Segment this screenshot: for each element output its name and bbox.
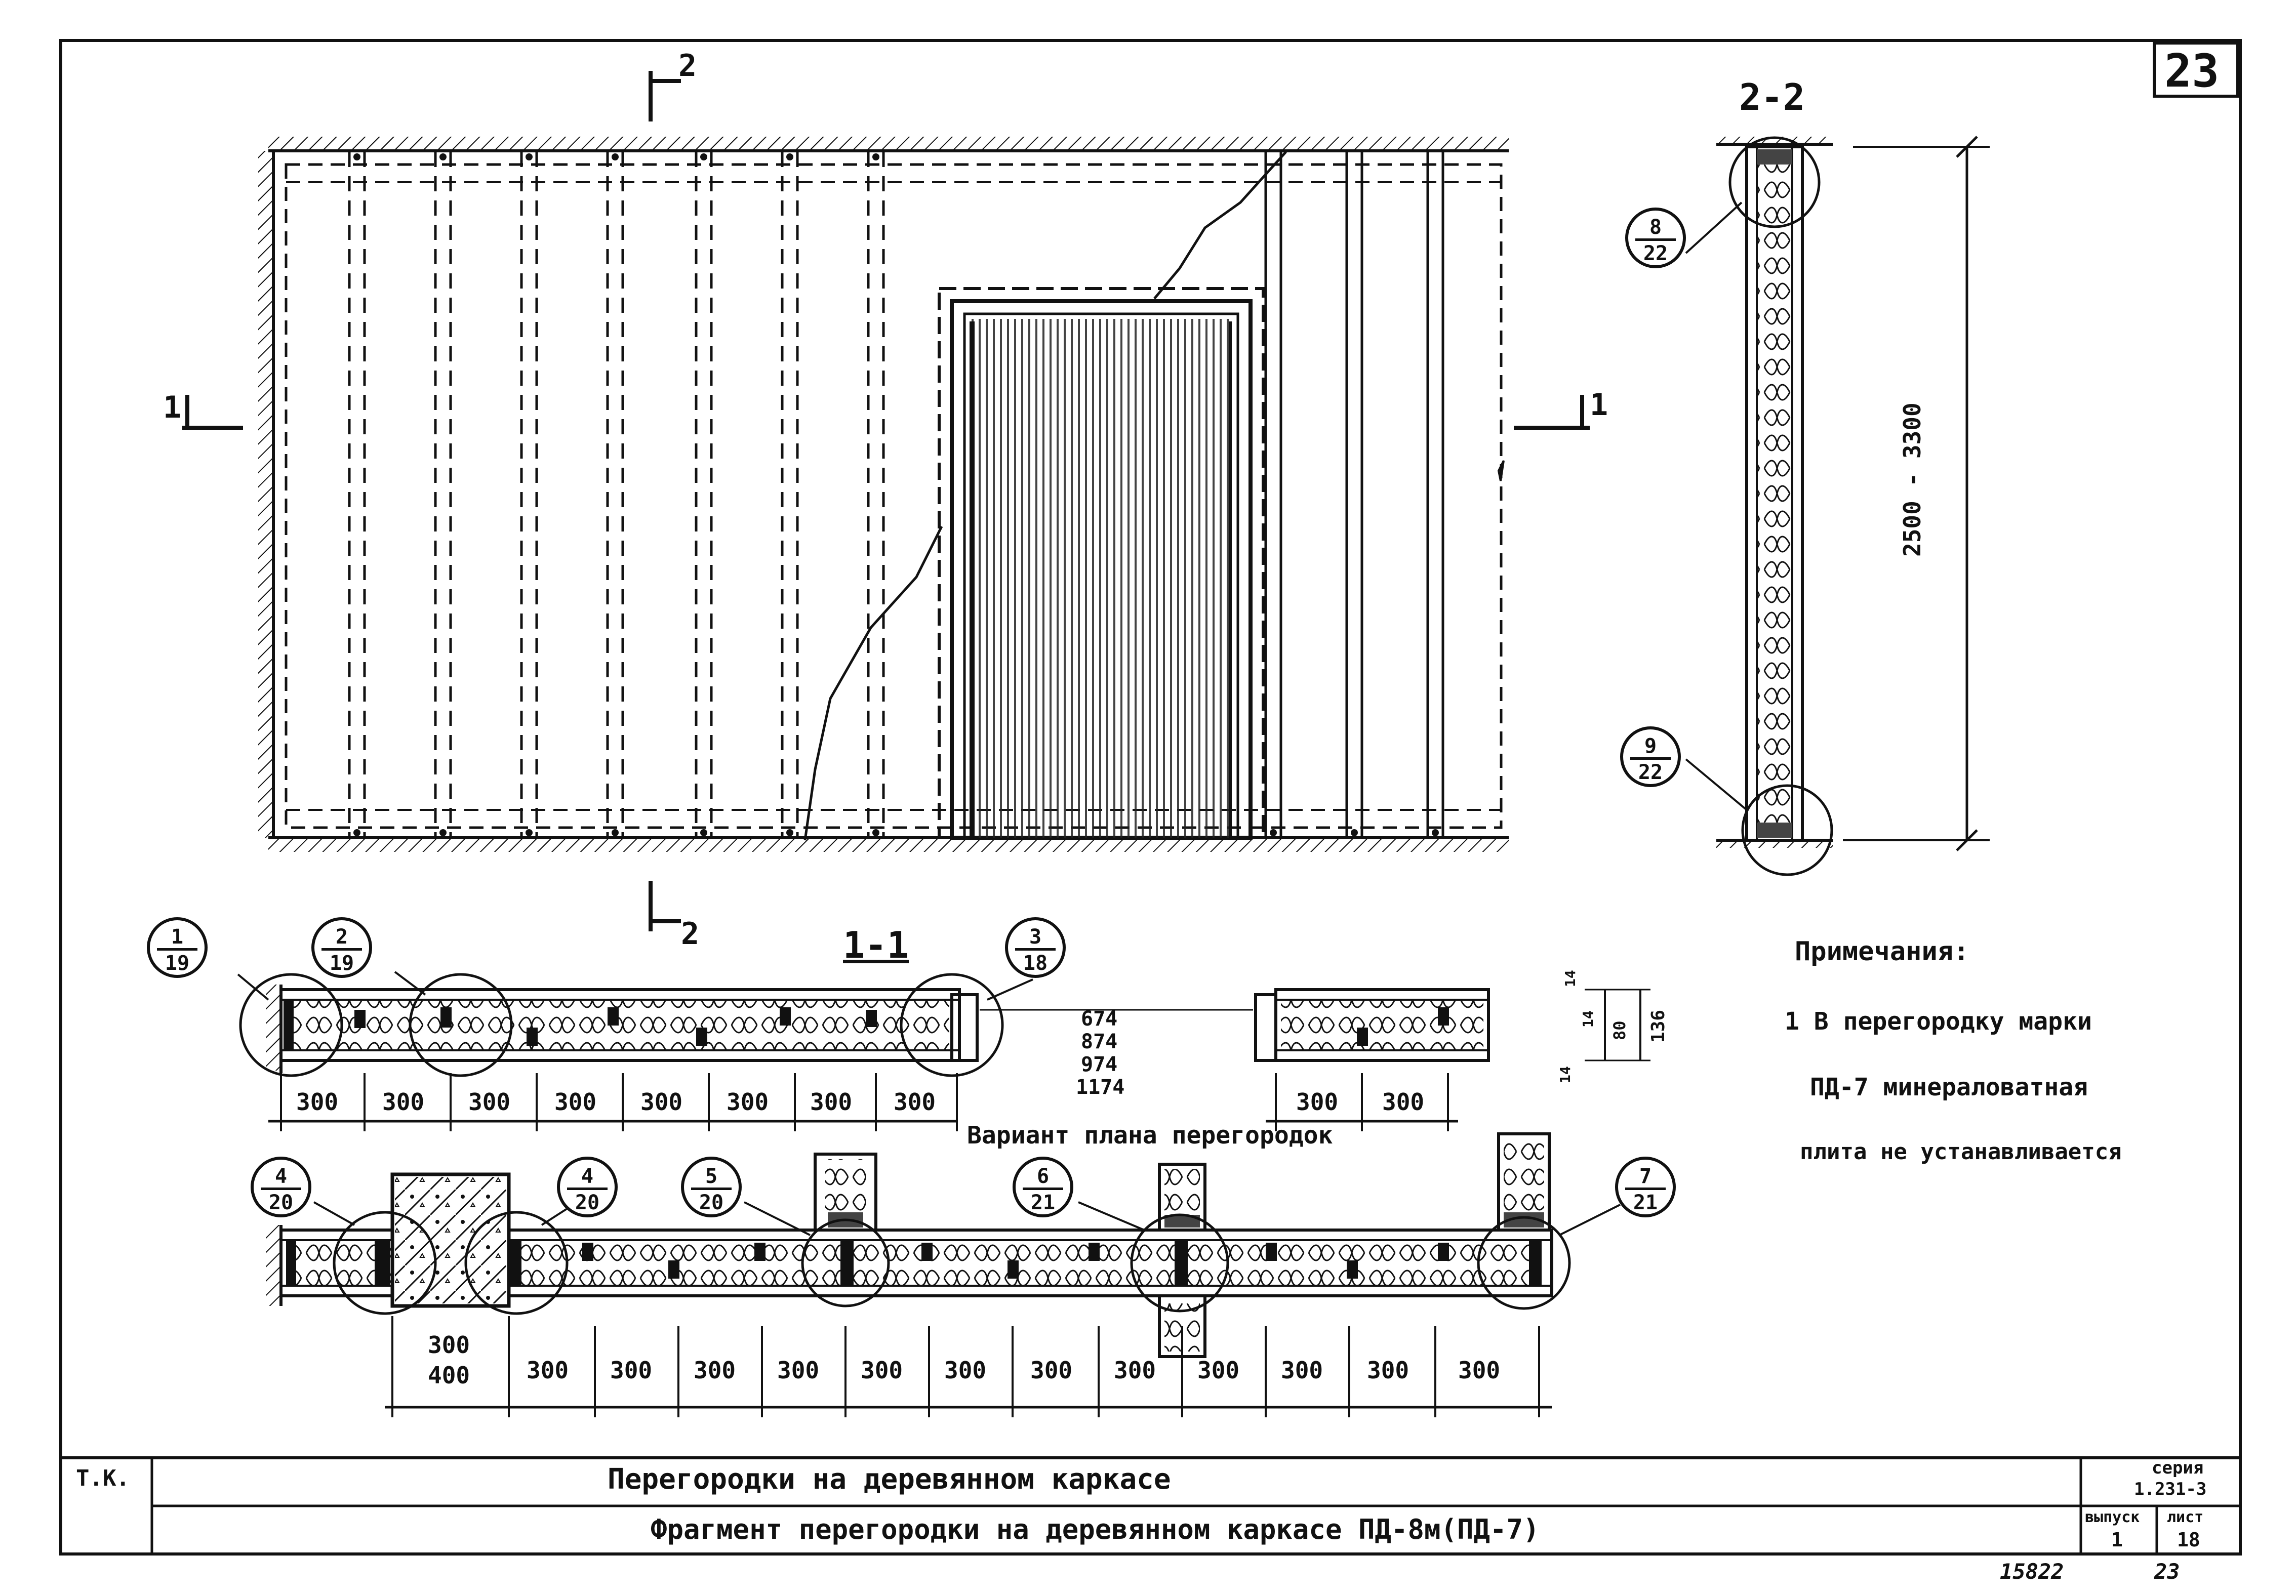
thickness-skin: 14	[1580, 1010, 1596, 1028]
section-1-1-spacing: 300	[894, 1088, 936, 1116]
plan-first-spacing: 300	[428, 1331, 470, 1359]
plan-variant-title: Вариант плана перегородок	[967, 1121, 1333, 1150]
section-1-1-spacing: 300	[1296, 1088, 1339, 1116]
door-width: 1174	[1076, 1076, 1125, 1099]
sheet-number: 23	[2164, 45, 2220, 98]
section-title-2-2: 2-2	[1739, 76, 1805, 118]
door-width: 974	[1081, 1053, 1118, 1076]
section-1-1-spacing: 300	[727, 1088, 769, 1116]
plan-spacing: 300	[1367, 1357, 1409, 1384]
issue-label: выпуск	[2085, 1508, 2140, 1526]
page-number: 23	[2154, 1559, 2180, 1584]
plan-spacing: 300	[694, 1357, 736, 1384]
plan-spacing: 300	[610, 1357, 653, 1384]
section-1-1-spacing: 300	[296, 1088, 339, 1116]
notes-line: 1 В перегородку марки	[1785, 1007, 2092, 1036]
thickness-total: 136	[1648, 1009, 1669, 1043]
section-1-1-spacing: 300	[554, 1088, 597, 1116]
plan-spacing: 300	[1281, 1357, 1323, 1384]
plan-spacing: 300	[944, 1357, 987, 1384]
sheet-label: лист	[2167, 1508, 2204, 1526]
title-block	[61, 42, 2240, 1554]
sheet-frame	[59, 39, 2242, 1556]
section-1-1-spacing: 300	[810, 1088, 853, 1116]
section-1-1-spacing: 300	[640, 1088, 683, 1116]
plan-variant-view	[266, 1132, 1621, 1417]
thickness-skin: 14	[1562, 970, 1579, 987]
elevation-view	[182, 71, 1590, 931]
series-value: 1.231-3	[2134, 1479, 2207, 1499]
section-1-1-spacing: 300	[1382, 1088, 1425, 1116]
notes-heading: Примечания:	[1795, 936, 1969, 967]
section-2-2-view	[1685, 136, 1990, 876]
plan-spacing: 300	[1114, 1357, 1156, 1384]
cut-label-1-left: 1	[163, 390, 182, 425]
section-1-1-spacing: 300	[468, 1088, 511, 1116]
door-width: 874	[1081, 1030, 1118, 1053]
thickness-skin: 14	[1557, 1066, 1574, 1083]
door-width: 674	[1081, 1007, 1118, 1031]
notes-line: ПД-7 минераловатная	[1810, 1073, 2088, 1101]
plan-spacing: 300	[1030, 1357, 1073, 1384]
cut-label-1-right: 1	[1590, 387, 1608, 423]
title-sub: Фрагмент перегородки на деревянном карка…	[651, 1513, 1540, 1545]
plan-spacing: 300	[777, 1357, 820, 1384]
section-title-1-1: 1-1	[843, 924, 909, 966]
cut-label-2-top: 2	[678, 48, 697, 84]
notes-line: плита не устанавливается	[1800, 1139, 2122, 1165]
cut-label-2-bottom: 2	[681, 916, 700, 952]
thickness-core: 80	[1610, 1020, 1629, 1040]
sheet-value: 18	[2177, 1529, 2200, 1551]
title-main: Перегородки на деревянном каркасе	[608, 1463, 1171, 1496]
issue-value: 1	[2111, 1529, 2123, 1551]
height-dimension-label: 2500 - 3300	[1899, 402, 1926, 557]
plan-spacing: 300	[1197, 1357, 1240, 1384]
archive-stamp: 15822	[2000, 1559, 2064, 1584]
title-block-code: Т.К.	[76, 1465, 130, 1491]
section-1-1-view	[237, 971, 1650, 1131]
section-1-1-spacing: 300	[382, 1088, 425, 1116]
plan-first-spacing-alt: 400	[428, 1362, 470, 1389]
plan-spacing: 300	[527, 1357, 569, 1384]
plan-spacing: 300	[1458, 1357, 1501, 1384]
plan-spacing: 300	[861, 1357, 903, 1384]
series-label: серия	[2152, 1458, 2204, 1478]
